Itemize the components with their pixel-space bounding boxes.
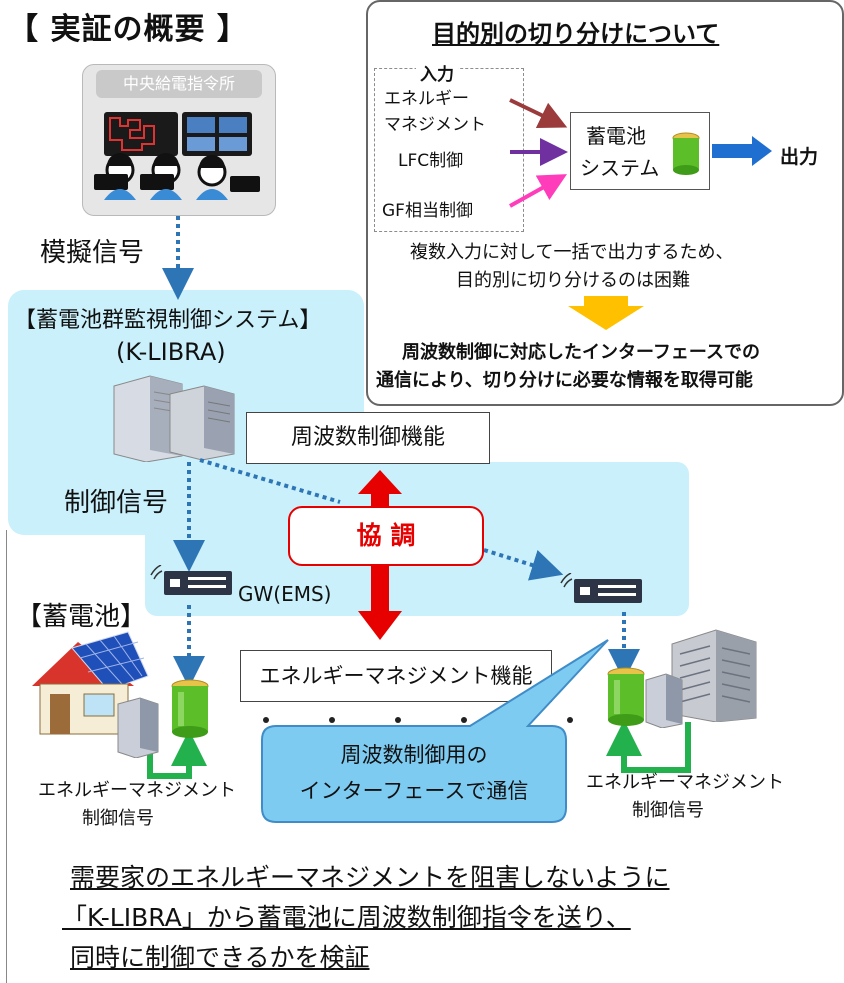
building-icon <box>671 629 757 722</box>
central-dispatch-label: 中央給電指令所 <box>96 70 262 98</box>
summary-line-2: 「K-LIBRA」から蓄電池に周波数制御指令を送り、 <box>62 903 631 932</box>
input-item-4: GF相当制御 <box>382 201 473 221</box>
control-signal-label: 制御信号 <box>64 488 169 518</box>
panel-note-line-2: 目的別に切り分けるのは困難 <box>456 270 690 291</box>
input-item-1: エネルギー <box>384 89 469 109</box>
right-feedback-loop <box>606 720 691 773</box>
frequency-control-function: 周波数制御機能 <box>246 412 490 464</box>
klibra-code: (K-LIBRA) <box>116 338 226 366</box>
left-feedback-loop <box>147 730 207 779</box>
input-label: 入力 <box>416 60 458 85</box>
system-line-1: 蓄電池 <box>586 124 646 148</box>
em-signal-left-line-1: エネルギーマネジメント <box>38 780 236 801</box>
home-server-icon <box>117 697 159 758</box>
summary-line-1: 需要家のエネルギーマネジメントを阻害しないように <box>70 863 670 892</box>
coop-to-right-gw-line <box>483 548 564 581</box>
panel-note-line-1: 複数入力に対して一括で出力するため、 <box>410 242 734 263</box>
panel-conclusion-line-2: 通信により、切り分けに必要な情報を取得可能 <box>376 370 753 391</box>
input-item-3: LFC制御 <box>398 151 464 171</box>
em-signal-left-line-2: 制御信号 <box>82 808 154 829</box>
server-icon <box>113 375 235 462</box>
operators-illustration <box>94 112 260 200</box>
facility-server-icon <box>645 673 683 728</box>
input-arrow-em <box>509 98 568 128</box>
battery-icon-left <box>171 679 209 738</box>
em-signal-right-line-1: エネルギーマネジメント <box>586 772 784 793</box>
summary-line-3: 同時に制御できるかを検証 <box>70 943 370 972</box>
output-label: 出力 <box>780 146 819 168</box>
conclusion-arrow <box>568 296 644 330</box>
gateway-device-left <box>150 564 234 597</box>
system-battery-icon <box>672 132 700 175</box>
page-title: 【 実証の概要 】 <box>8 12 248 47</box>
battery-label: 【蓄電池】 <box>16 602 147 632</box>
system-line-2: システム <box>580 156 660 180</box>
panel-title: 目的別の切り分けについて <box>432 20 720 48</box>
left-border <box>6 530 7 983</box>
panel-conclusion-line-1: 周波数制御に対応したインターフェースでの <box>402 342 761 363</box>
battery-icon-right <box>607 667 645 726</box>
callout-line-2: インターフェースで通信 <box>299 779 529 803</box>
gateway-label: GW(EMS) <box>238 582 332 606</box>
klibra-to-coop-line <box>199 458 341 504</box>
output-arrow <box>712 136 772 166</box>
input-item-2: マネジメント <box>384 115 486 135</box>
gateway-device-right <box>560 572 644 605</box>
input-arrow-gf <box>509 174 567 208</box>
energy-management-function: エネルギーマネジメント機能 <box>240 650 552 702</box>
simulated-signal-label: 模擬信号 <box>40 238 145 268</box>
cooperation-box: 協 調 <box>288 506 484 566</box>
klibra-name: 【蓄電池群監視制御システム】 <box>14 308 322 333</box>
callout-line-1: 周波数制御用の <box>340 743 488 767</box>
em-signal-right-line-2: 制御信号 <box>632 800 704 821</box>
